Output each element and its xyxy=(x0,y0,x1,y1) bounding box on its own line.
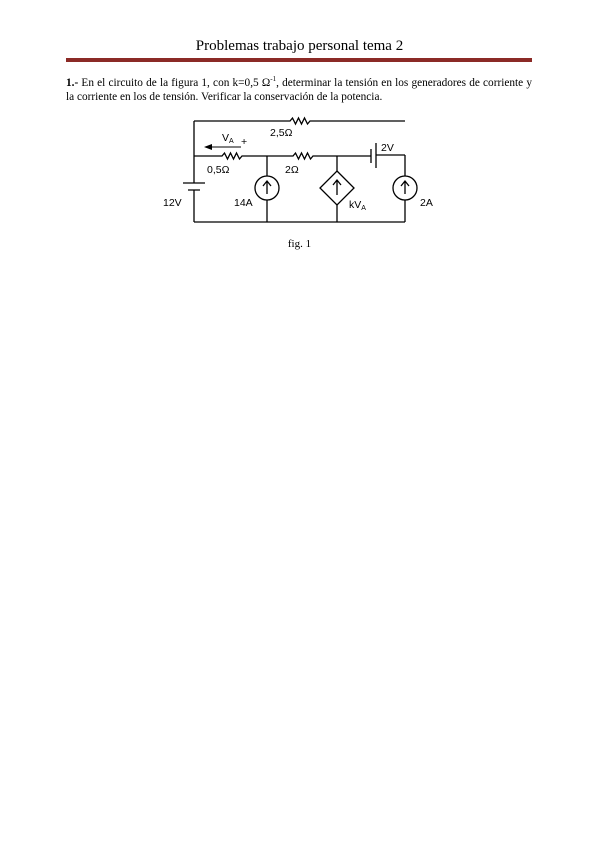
problem-text-b: , determinar la tensión en los generador… xyxy=(66,77,533,103)
wire-middle xyxy=(194,151,371,161)
page-header-title: Problemas trabajo personal tema 2 xyxy=(195,38,404,54)
battery-2v xyxy=(370,143,377,168)
problem-number: 1.- xyxy=(66,77,79,89)
problem-sup: -1 xyxy=(270,75,277,84)
source-14a xyxy=(254,175,280,201)
label-r-mid: 2Ω xyxy=(285,164,299,176)
label-2v: 2V xyxy=(381,142,394,154)
label-r-left: 0,5Ω xyxy=(207,164,230,176)
label-r-top: 2,5Ω xyxy=(270,127,293,139)
wire-top xyxy=(194,116,405,126)
va-arrowhead xyxy=(204,144,212,150)
problem-statement: 1.- En el circuito de la figura 1, con k… xyxy=(66,76,532,104)
arrow-14a xyxy=(262,179,272,194)
label-va: VA xyxy=(222,132,234,145)
arrow-dep xyxy=(332,178,342,195)
circuit-diagram: 2,5Ω VA + 2V 0,5Ω 2Ω 12V 14A kVA 2A xyxy=(163,116,433,223)
label-kva: kVA xyxy=(349,199,366,212)
battery-12v xyxy=(183,182,205,191)
source-2a xyxy=(392,175,418,201)
label-14a: 14A xyxy=(234,197,253,209)
header-rule xyxy=(66,58,532,62)
figure-caption: fig. 1 xyxy=(287,238,312,250)
source-dependent xyxy=(319,170,355,206)
arrow-2a xyxy=(400,179,410,194)
problem-text-a: En el circuito de la figura 1, con k=0,5… xyxy=(78,77,271,89)
label-va-plus: + xyxy=(241,136,247,148)
label-12v: 12V xyxy=(163,197,182,209)
label-2a: 2A xyxy=(420,197,433,209)
